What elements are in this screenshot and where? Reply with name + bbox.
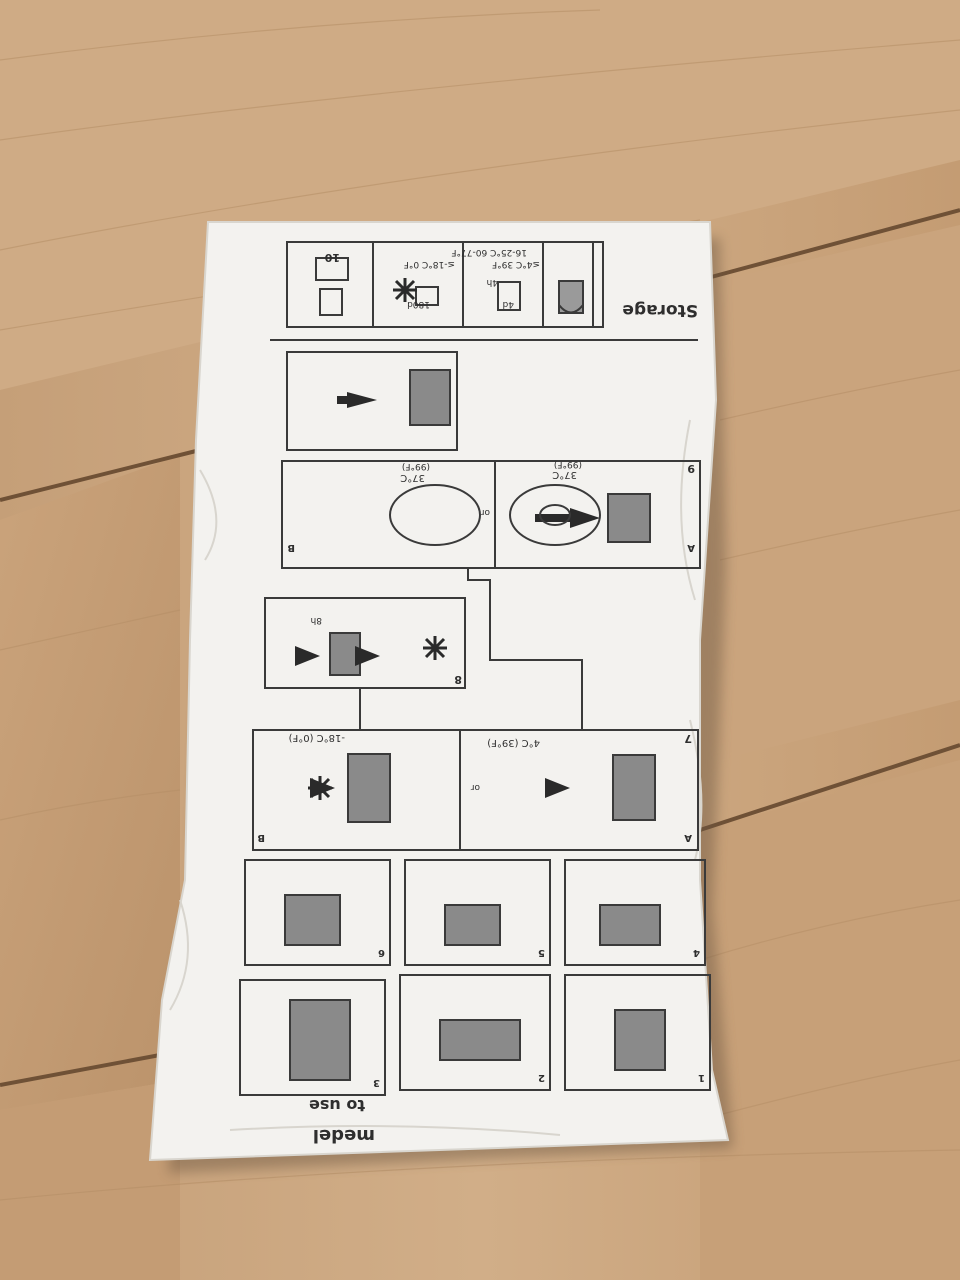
step-6-number: 6 (378, 947, 385, 958)
step-9-number: 9 (687, 462, 695, 475)
room-time: 4h (487, 277, 498, 287)
step-9-option-a: A (687, 542, 695, 553)
fridge-time: 4d (503, 299, 514, 309)
step-8-number: 8 (454, 673, 462, 686)
step-9-option-b: B (287, 542, 295, 553)
storage-heading: Storage (622, 300, 698, 320)
step-7-number: 7 (684, 732, 692, 745)
step-1-number: 1 (698, 1072, 705, 1083)
step-7-or: or (470, 782, 480, 792)
freezer-temp: ≤-18°C 0°F (404, 259, 455, 269)
fridge-label: 4°C (39°F) (487, 737, 540, 748)
warm-temp-b-f: (99°F) (402, 461, 430, 471)
step-2-number: 2 (538, 1072, 545, 1083)
freezer-label: -18°C (0°F) (288, 732, 345, 743)
warm-temp-a-f: (99°F) (554, 459, 582, 469)
step-7-option-a: A (684, 832, 692, 843)
warm-temp-a: 37°C (552, 469, 577, 480)
freezer-time: 180d (407, 299, 430, 309)
step-9-or: or (480, 507, 490, 517)
thaw-time: 8h (311, 615, 322, 625)
brand-logo: medel (313, 1125, 375, 1146)
step-3-number: 3 (373, 1077, 380, 1088)
step-4-number: 4 (693, 947, 700, 958)
step-5-number: 5 (538, 947, 545, 958)
step-10-number: 10 (324, 251, 340, 264)
fridge-temp: ≤4°C 39°F (492, 259, 540, 269)
warm-temp-b: 37°C (400, 472, 425, 483)
step-7-option-b: B (257, 832, 265, 843)
room-temp: 16-25°C 60-77°F (451, 247, 527, 257)
to-use-heading: to use (309, 1096, 365, 1115)
